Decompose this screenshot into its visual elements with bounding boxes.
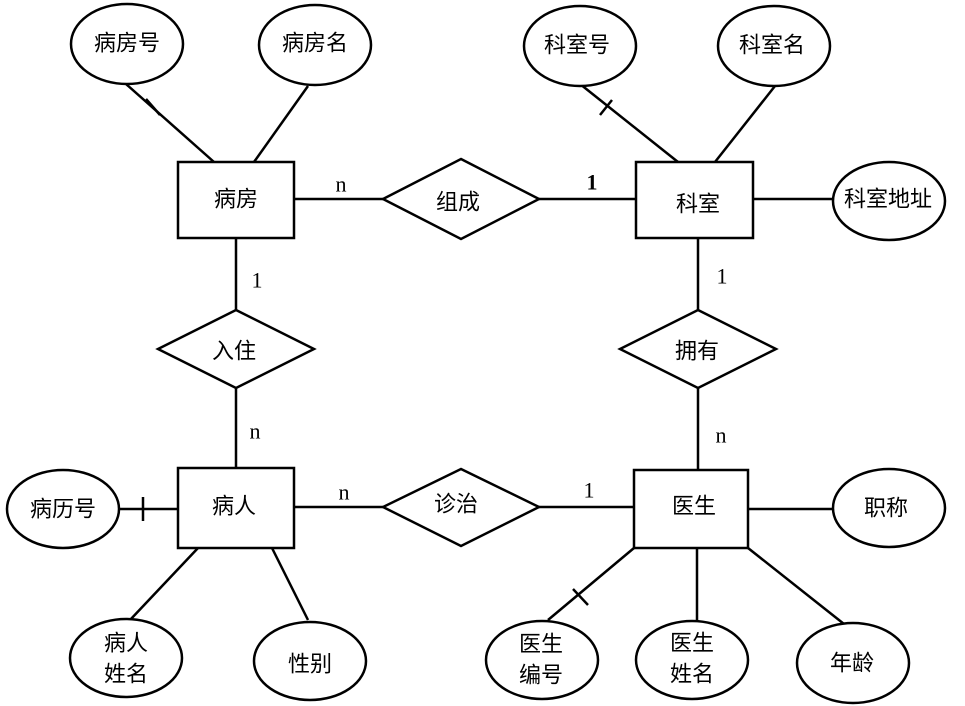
cardinality-ward-stay: 1	[252, 268, 263, 293]
entity-doctor[interactable]: 医生	[632, 468, 750, 550]
key-tick-doctor-no	[572, 588, 589, 606]
edge-patient-gender	[270, 547, 310, 621]
relationship-diamond	[380, 157, 542, 241]
entity-label: 病人	[212, 495, 256, 520]
attribute-label: 病历号	[30, 498, 96, 523]
attribute-label: 科室地址	[844, 188, 932, 213]
relationship-label: 拥有	[675, 340, 719, 365]
attribute-label-line-2: 姓名	[670, 663, 714, 688]
attribute-ward-name[interactable]: 病房名	[257, 3, 373, 87]
relationship-diamond	[155, 308, 317, 390]
edge-ward-ward-name	[252, 85, 310, 163]
attribute-dept-name[interactable]: 科室名	[716, 4, 832, 88]
attribute-gender[interactable]: 性别	[252, 620, 368, 702]
attribute-label-line-2: 姓名	[104, 663, 148, 688]
attribute-ellipse	[5, 468, 121, 550]
cardinality-treat-doctor: 1	[584, 478, 595, 503]
attribute-doctor-no[interactable]: 医生 编号	[484, 619, 600, 701]
cardinality-compose-dept: 1	[587, 170, 598, 195]
entity-patient[interactable]: 病人	[176, 466, 296, 550]
relationship-have[interactable]: 拥有	[617, 308, 779, 390]
attribute-ellipse	[831, 160, 947, 242]
attribute-title[interactable]: 职称	[831, 467, 947, 549]
attribute-label: 科室名	[739, 34, 805, 59]
cardinality-dept-have: 1	[717, 264, 728, 289]
attribute-ellipse	[716, 4, 832, 88]
relationship-label: 诊治	[434, 493, 478, 518]
entity-box	[632, 468, 750, 550]
cardinality-stay-patient: n	[250, 419, 261, 444]
entity-box	[634, 160, 755, 240]
attribute-label: 病房名	[282, 32, 348, 57]
attribute-label: 年龄	[830, 652, 874, 677]
attribute-ellipse	[484, 619, 600, 701]
attribute-label: 性别	[288, 653, 332, 678]
edge-doctor-age	[747, 547, 845, 625]
relationship-compose[interactable]: 组成	[380, 157, 542, 241]
relationship-diamond	[380, 467, 542, 548]
attribute-label: 职称	[864, 497, 908, 522]
attribute-dept-addr[interactable]: 科室地址	[831, 160, 947, 242]
edge-dept-dept-no	[579, 83, 679, 163]
attribute-label-line-1: 病人	[104, 632, 148, 657]
attribute-doctor-name[interactable]: 医生 姓名	[634, 619, 750, 701]
cardinality-have-doctor: n	[716, 423, 727, 448]
attribute-ellipse	[69, 2, 185, 86]
attribute-label-line-1: 医生	[519, 633, 563, 658]
attribute-ellipse	[831, 467, 947, 549]
attribute-label-line-2: 编号	[519, 664, 563, 689]
entity-box	[176, 466, 296, 550]
cardinality-ward-compose: n	[336, 172, 347, 197]
attribute-age[interactable]: 年龄	[795, 621, 911, 705]
cardinality-patient-treat: n	[339, 480, 350, 505]
relationship-stay[interactable]: 入住	[155, 308, 317, 390]
entity-label: 科室	[676, 193, 720, 218]
entity-label: 医生	[672, 495, 716, 520]
attribute-ellipse	[522, 4, 638, 88]
relationship-diamond	[617, 308, 779, 390]
edge-patient-patient-name	[129, 547, 199, 621]
entity-dept[interactable]: 科室	[634, 160, 755, 240]
entity-box	[176, 160, 296, 240]
attribute-label: 科室号	[544, 34, 610, 59]
relationship-treat[interactable]: 诊治	[380, 467, 542, 548]
key-tick-dept-no	[599, 99, 613, 116]
attribute-ellipse	[634, 619, 750, 701]
attribute-label-line-1: 医生	[670, 632, 714, 657]
attribute-dept-no[interactable]: 科室号	[522, 4, 638, 88]
attribute-ward-no[interactable]: 病房号	[69, 2, 185, 86]
key-tick-ward-no	[145, 98, 161, 116]
entity-ward[interactable]: 病房	[176, 160, 296, 240]
attribute-ellipse	[257, 3, 373, 87]
attribute-ellipse	[68, 617, 184, 699]
connectors	[118, 83, 845, 625]
relationship-label: 入住	[212, 340, 256, 365]
attribute-label: 病房号	[94, 32, 160, 57]
edge-ward-ward-no	[125, 83, 215, 163]
edge-dept-dept-name	[714, 85, 776, 163]
attribute-patient-name[interactable]: 病人 姓名	[68, 617, 184, 699]
edge-doctor-doctor-no	[547, 547, 635, 621]
attribute-record-no[interactable]: 病历号	[5, 468, 121, 550]
attribute-ellipse	[252, 620, 368, 702]
entity-label: 病房	[214, 188, 258, 213]
relationship-label: 组成	[436, 191, 480, 216]
attribute-ellipse	[795, 621, 911, 705]
